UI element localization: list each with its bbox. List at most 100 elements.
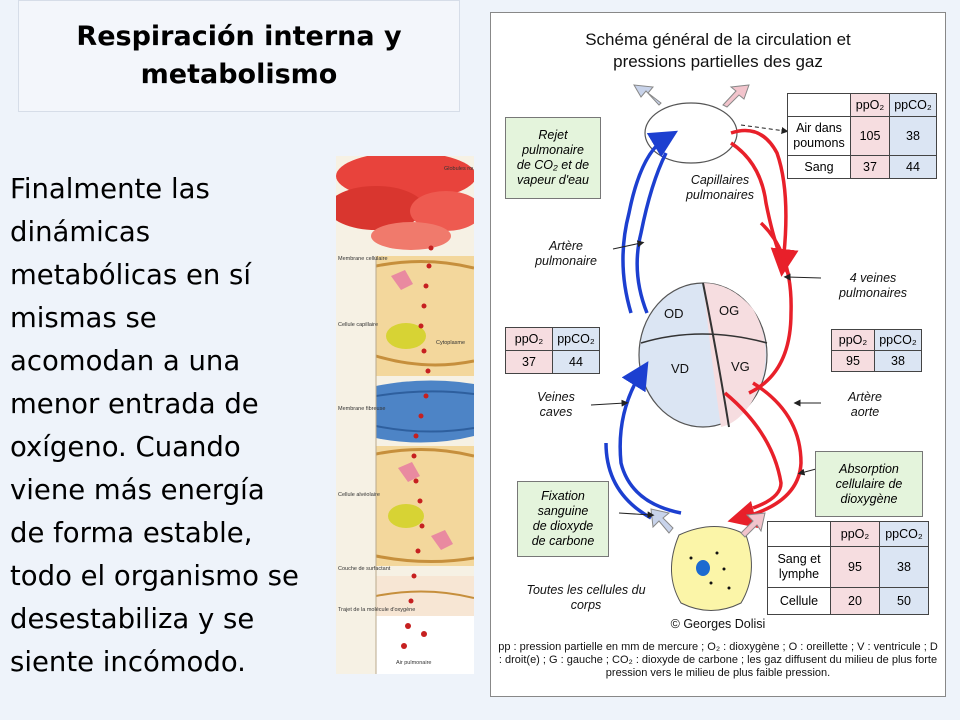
circulation-drawing [590,84,832,611]
body-line: dinámicas [10,216,151,248]
oxygen-path-dots [401,245,434,649]
artere-aorte-label: Artère aorte [825,390,905,420]
slide-body-text: Finalmente las dinámicas metabólicas en … [10,168,330,684]
absorption-box: Absorption cellulaire de dioxygène [815,451,923,517]
fixation-line: Fixation [541,489,585,503]
fibrous-membrane [376,380,474,443]
header-ppo2: ppO₂ [850,93,890,117]
label-cytoplasme: Cytoplasme [436,340,465,346]
fixation-box: Fixation sanguine de dioxyde de carbone [517,481,609,557]
body-line: menor entrada de [10,388,259,420]
header-ppo2: ppO₂ [505,327,553,351]
diagram-title-line2: pressions partielles des gaz [613,52,823,71]
cell-ppco2: 50 [879,587,929,615]
cell-ppo2: 37 [505,350,553,374]
rejet-box: Rejet pulmonaire de CO₂ et de vapeur d'e… [505,117,601,199]
veines-caves-line: Veines [537,390,575,404]
diagram-title-line1: Schéma général de la circulation et [585,30,851,49]
cell-ppco2: 38 [874,350,922,372]
body-line: Finalmente las [10,173,210,205]
header-ppco2: ppCO₂ [552,327,600,351]
rejet-line: Rejet [538,128,568,142]
rejet-line: vapeur d'eau [517,173,589,187]
body-line: mismas se [10,302,157,334]
pp-table-left-heart: ppO₂ ppCO₂ 95 38 [831,329,922,372]
cellules-line: corps [570,598,602,612]
row-label: Sang et lymphe [767,546,831,588]
capillaires-label: Capillaires pulmonaires [665,173,775,203]
lung-capillaries-oval [644,102,738,164]
rejet-line: de CO₂ et de [516,158,590,172]
pp-table-right-heart: ppO₂ ppCO₂ 37 44 [505,327,600,374]
cell-ppco2: 38 [889,116,937,156]
surfactant-layer [376,576,474,616]
label-trajet: Trajet de la molécule d'oxygène [338,607,415,613]
header-ppco2: ppCO₂ [879,521,929,547]
label-og: OG [719,303,740,318]
footnote: pp : pression partielle en mm de mercure… [498,641,938,679]
copyright: © Georges Dolisi [670,617,766,631]
pulmonary-air [376,616,474,674]
body-line: metabólicas en sí [10,259,252,291]
label-membrane-cellulaire: Membrane cellulaire [338,256,388,262]
fixation-line: sanguine [537,504,589,518]
artere-pulmonaire-label: Artère pulmonaire [521,239,611,269]
header-ppco2: ppCO₂ [889,93,937,117]
cell-ppco2: 38 [879,546,929,588]
body-line: siente incómodo. [10,646,246,678]
slide-title-line1: Respiración interna y [76,21,402,52]
o2-in-arrow [722,84,750,108]
absorption-line: Absorption [839,461,899,476]
label-vd: VD [671,361,690,376]
absorption-line: dioxygène [840,491,898,506]
co2-out-arrow [633,84,662,106]
label-surfactant: Couche de surfactant [338,566,391,572]
row-label: Cellule [767,587,831,615]
label-vg: VG [731,359,750,374]
cell-ppo2: 95 [830,546,880,588]
diagram-title: Schéma général de la circulation et pres… [491,29,945,73]
cell-ppo2: 105 [850,116,890,156]
alveolar-membrane-drawing: Globules rouges Membrane cellulaire Cell… [328,152,484,674]
label-od: OD [664,306,684,321]
cell-ppco2: 44 [889,155,937,179]
veines-caves-line: caves [539,405,573,419]
red-blood-cells [328,152,482,250]
header-ppco2: ppCO₂ [874,329,922,351]
cell-ppo2: 37 [850,155,890,179]
body-line: oxígeno. Cuando [10,431,241,463]
capillaires-line: Capillaires [690,173,750,187]
capillaires-line: pulmonaires [685,188,755,202]
artere-pulmonaire-line: pulmonaire [535,254,597,268]
body-line: desestabiliza y se [10,603,255,635]
label-cellule-alveolaire: Cellule alvéolaire [338,492,380,498]
veines-caves-label: Veines caves [521,390,591,420]
body-line: viene más energía [10,474,265,506]
fixation-line: de carbone [531,534,595,548]
row-label: Sang [787,155,851,179]
pp-table-lungs: ppO₂ ppCO₂ Air dans poumons 105 38 Sang … [787,93,937,179]
body-line: acomodan a una [10,345,241,377]
cell-ppo2: 20 [830,587,880,615]
rejet-line: pulmonaire [522,143,584,157]
veines-pulmonaires-line: pulmonaires [838,286,908,300]
label-air-pulmonaire: Air pulmonaire [396,660,431,666]
body-cells [670,526,752,611]
slide-title-box: Respiración interna y metabolismo [18,0,460,112]
cell-ppco2: 44 [552,350,600,374]
alveolar-cell-layer [376,446,474,566]
header-ppo2: ppO₂ [831,329,875,351]
row-label: Air dans poumons [787,116,851,156]
slide-title: Respiración interna y metabolismo [76,18,401,94]
cellules-label: Toutes les cellules du corps [511,583,661,613]
cytoplasm-organelle [386,323,426,349]
header-ppo2: ppO₂ [830,521,880,547]
artere-pulmonaire-line: Artère [548,239,584,253]
artere-aorte-line: aorte [850,405,880,419]
artere-aorte-line: Artère [847,390,883,404]
circulation-diagram: Schéma général de la circulation et pres… [490,12,946,697]
veines-pulmonaires-label: 4 veines pulmonaires [823,271,923,301]
slide-title-line2: metabolismo [140,59,338,90]
capillary-cell-layer [376,256,474,376]
fixation-line: de dioxyde [532,519,594,533]
